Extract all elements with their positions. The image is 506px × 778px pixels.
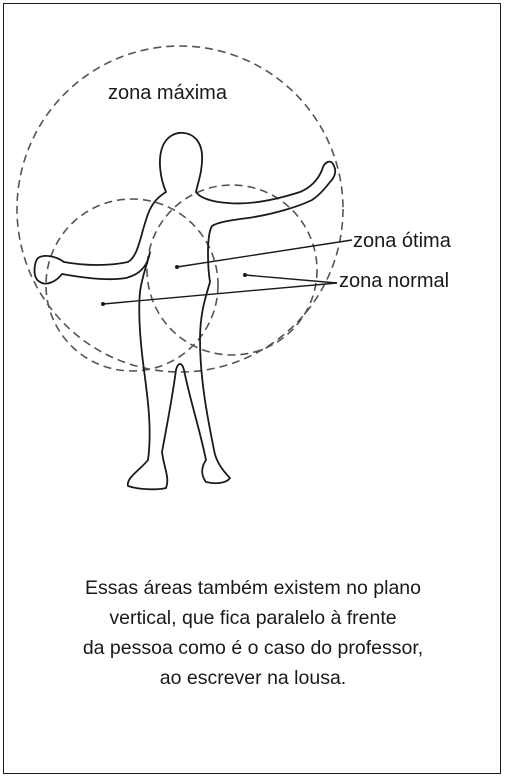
max-zone-circle — [16, 45, 344, 373]
caption-line: da pessoa como é o caso do professor, — [82, 637, 424, 659]
optimal-zone-label: zona ótima — [353, 230, 452, 252]
caption-line: vertical, que fica paralelo à frente — [109, 607, 397, 629]
normal-zone-point-2 — [243, 273, 247, 277]
normal-zone-circle-left — [45, 198, 219, 372]
work-zones-diagram: zona máxima zona ótima zona normal — [16, 45, 452, 491]
caption-line: Essas áreas também existem no plano — [85, 577, 421, 599]
normal-zone-point-1 — [101, 302, 105, 306]
caption-line: ao escrever na lousa. — [159, 667, 347, 689]
normal-zone-label: zona normal — [339, 270, 449, 292]
max-zone-label: zona máxima — [108, 82, 228, 104]
caption-text: Essas áreas também existem no plano vert… — [20, 573, 486, 693]
normal-zone-leader-1 — [102, 282, 338, 305]
optimal-zone-point — [175, 265, 179, 269]
normal-zone-leader-2 — [244, 274, 338, 284]
person-figure — [33, 131, 337, 491]
normal-zone-circle-right — [146, 184, 318, 356]
page-frame — [3, 3, 501, 774]
optimal-zone-leader — [176, 239, 353, 268]
